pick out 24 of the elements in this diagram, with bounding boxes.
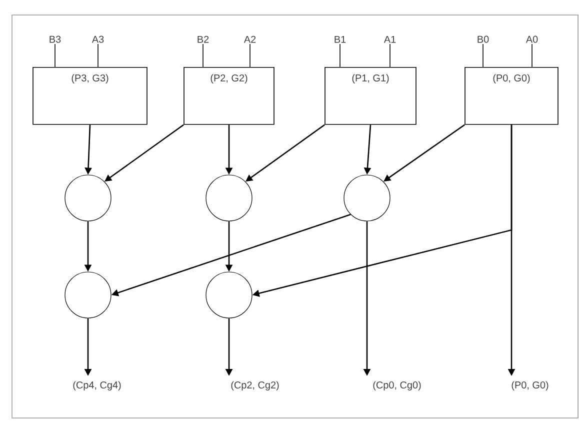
input-label: B0 xyxy=(478,36,489,43)
operator-circle xyxy=(206,272,252,318)
output-label: (P0, G0) xyxy=(512,381,548,390)
block-box: (P0, G0) xyxy=(464,67,558,125)
input-label: B3 xyxy=(50,36,61,43)
operator-circle xyxy=(344,174,390,222)
block-box: (P1, G1) xyxy=(324,67,416,125)
block-box: (P3, G3) xyxy=(32,67,148,125)
input-label: B1 xyxy=(334,36,346,43)
block-box: (P2, G2) xyxy=(184,67,274,125)
output-label: (Cp4, Cg4) xyxy=(73,381,121,390)
operator-circle xyxy=(64,174,112,222)
operator-circle xyxy=(206,174,252,222)
input-line xyxy=(202,44,204,68)
input-line xyxy=(482,44,484,68)
input-label: B2 xyxy=(198,36,209,43)
input-label: A2 xyxy=(244,36,256,43)
output-label: (Cp0, Cg0) xyxy=(373,381,421,390)
operator-circle xyxy=(64,272,112,318)
output-label: (Cp2, Cg2) xyxy=(231,381,279,390)
input-line xyxy=(54,44,56,68)
input-label: A3 xyxy=(92,36,104,43)
input-label: A1 xyxy=(384,36,396,43)
input-label: A0 xyxy=(526,36,538,43)
